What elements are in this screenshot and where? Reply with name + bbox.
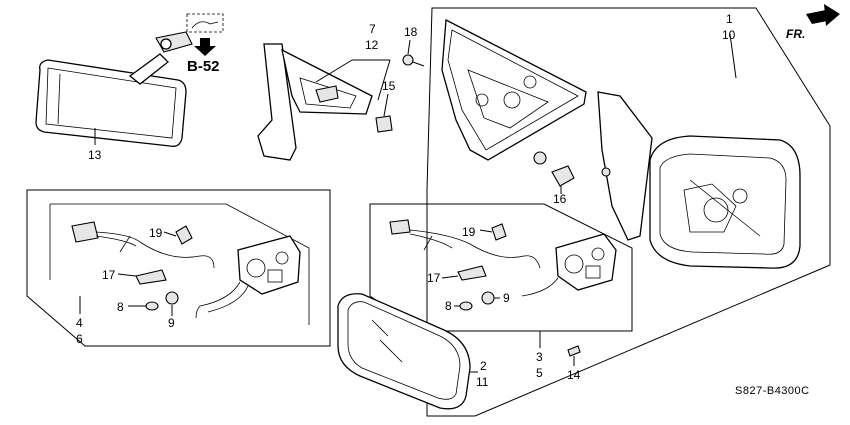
callout-14: 14 <box>567 368 581 382</box>
mirror-housing-base <box>441 18 587 161</box>
left-inner-frame <box>50 203 310 325</box>
right-actuator-frame <box>369 203 633 332</box>
callout-16: 16 <box>553 192 567 206</box>
callout-18: 18 <box>404 25 418 39</box>
front-direction-indicator: FR. <box>786 4 840 41</box>
mirror-glass <box>337 293 478 410</box>
rearview-mirror <box>35 31 193 147</box>
mirror-housing <box>597 33 801 269</box>
front-direction-label: FR. <box>786 27 805 41</box>
callout-labels: 1 10 7 12 18 15 13 16 19 17 8 9 4 6 19 1… <box>76 12 736 389</box>
callout-15: 15 <box>382 79 396 93</box>
callout-12: 12 <box>365 38 379 52</box>
screw-18 <box>402 39 425 67</box>
callout-17-right: 17 <box>427 271 441 285</box>
b52-reference: B-52 <box>186 13 224 75</box>
diagram-code: S827-B4300C <box>735 385 810 397</box>
callout-4: 4 <box>76 316 83 330</box>
left-actuator <box>71 221 301 319</box>
callout-8-right: 8 <box>445 299 452 313</box>
callout-7: 7 <box>369 22 376 36</box>
callout-6: 6 <box>76 332 83 346</box>
b52-label: B-52 <box>187 58 220 75</box>
callout-11: 11 <box>476 375 489 389</box>
callout-3: 3 <box>536 350 543 364</box>
callout-13: 13 <box>88 148 102 162</box>
right-actuator <box>389 219 617 366</box>
callout-9-right: 9 <box>503 291 510 305</box>
callout-17-left: 17 <box>102 268 116 282</box>
callout-19-left: 19 <box>149 226 163 240</box>
callout-5: 5 <box>536 366 543 380</box>
group-frames <box>26 7 831 417</box>
left-actuator-frame <box>26 189 331 347</box>
callout-2: 2 <box>480 359 487 373</box>
callout-10: 10 <box>722 28 736 42</box>
callout-19-right: 19 <box>462 225 476 239</box>
callout-1: 1 <box>726 12 733 26</box>
callout-8-left: 8 <box>117 300 124 314</box>
mirror-assembly-frame <box>426 7 831 417</box>
callout-9-left: 9 <box>168 316 175 330</box>
bracket-16 <box>533 151 575 194</box>
mirror-garnish <box>257 43 393 161</box>
